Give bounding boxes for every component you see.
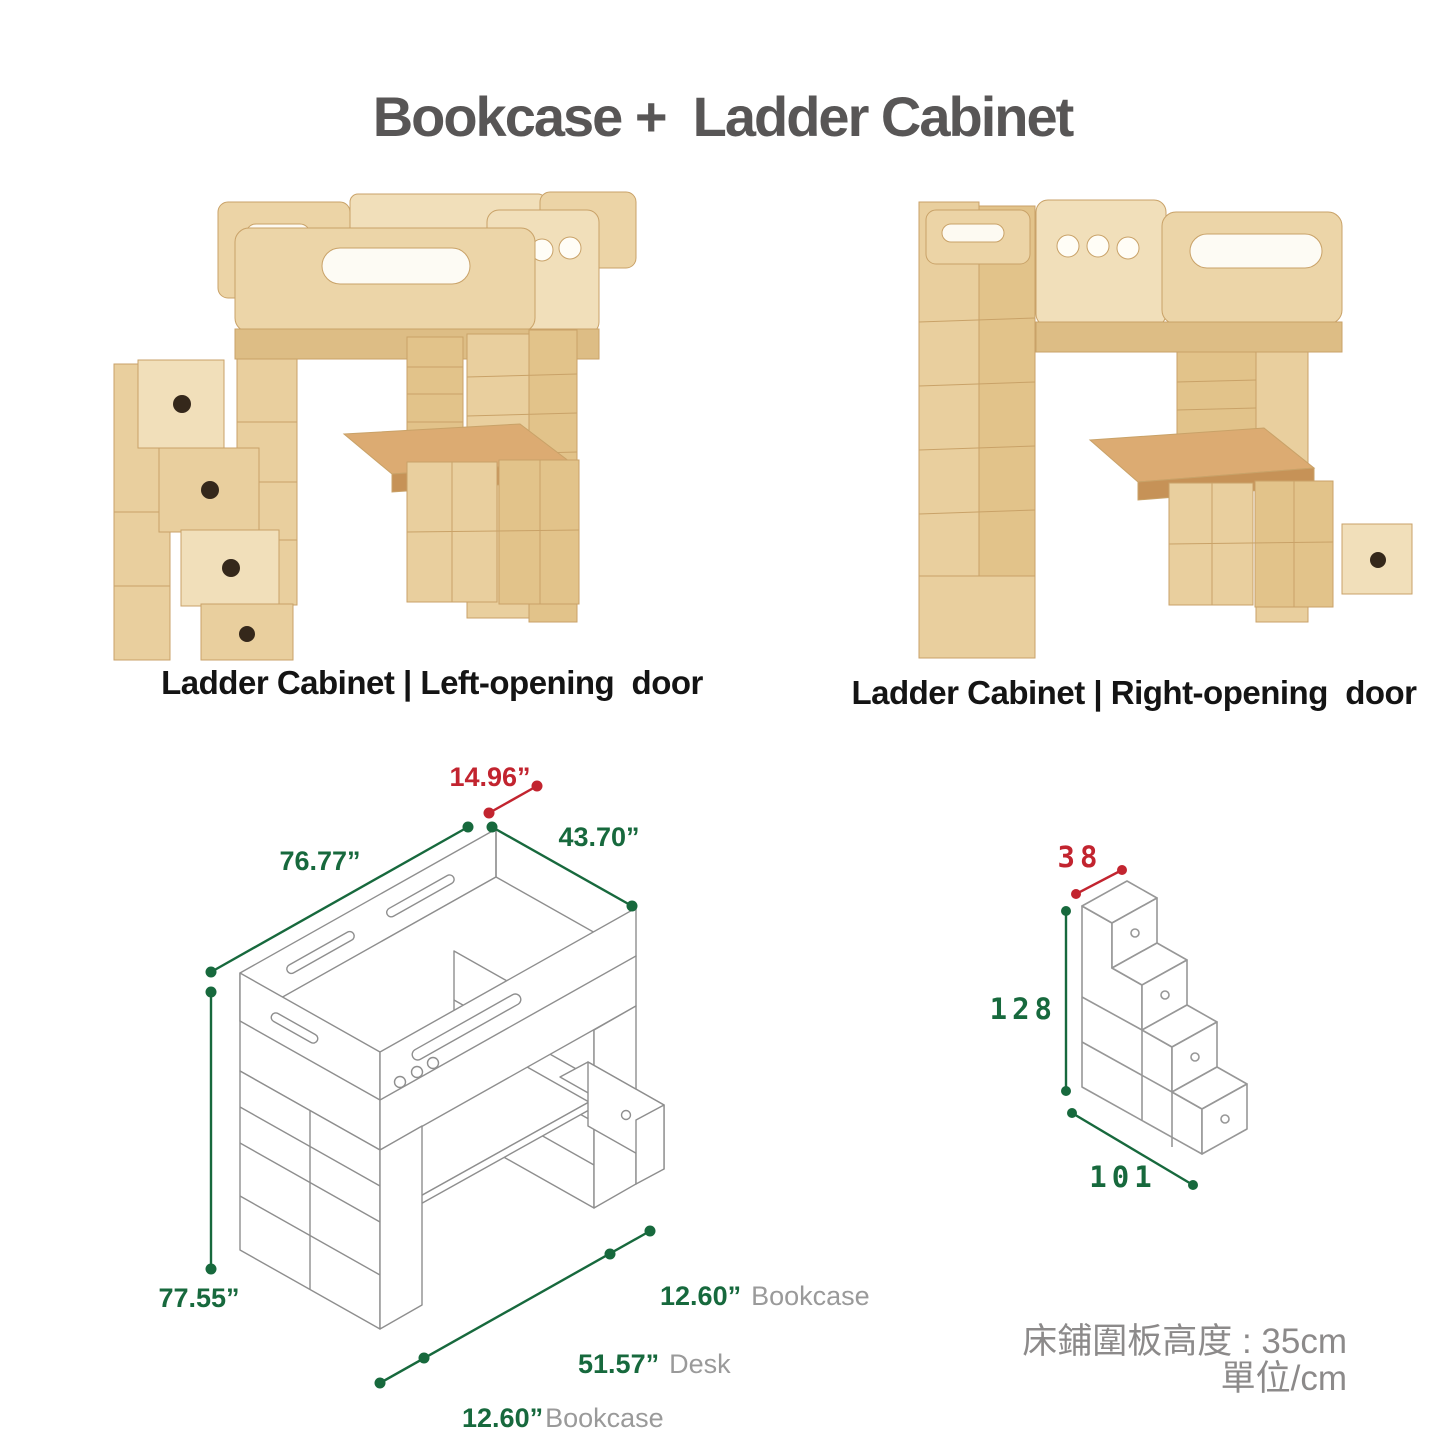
caption-left-opening: Ladder Cabinet | Left-opening door [161,664,703,701]
ladder-dimension-lines [1061,865,1198,1190]
dim-ladder-depth: 14.96” [449,762,531,792]
loft-bed-illustration-right [918,199,1413,659]
spec-notes: 床鋪圍板高度 : 35cm 單位/cm [927,1322,1347,1398]
bed-dimension-lines [205,780,656,1389]
note-unit: 單位/cm [1220,1358,1347,1398]
dim-bed-width: 43.70” [558,822,640,852]
ladder-line-drawing [1081,880,1248,1155]
note-rail-height: 床鋪圍板高度 : 35cm [1022,1322,1347,1361]
dim-ladder-height: 128 [989,992,1057,1026]
photo-loft-bed-right-ladder [918,199,1413,659]
dim-footprint-desk: 51.57”Desk [578,1349,731,1379]
dim-bed-length: 76.77” [279,846,361,876]
bed-line-drawing [239,828,665,1330]
photo-loft-bed-left-ladder [113,191,637,661]
dim-footprint-bookcase-top: 12.60”Bookcase [660,1281,870,1311]
dim-footprint-bookcase-bottom: 12.60”Bookcase [462,1403,664,1433]
dim-ladder-run: 101 [1089,1160,1157,1194]
dim-ladder-step-depth: 38 [1057,840,1103,874]
page-title: Bookcase + Ladder Cabinet [372,85,1075,148]
loft-bed-illustration-left [113,191,637,661]
dim-bed-height: 77.55” [158,1283,240,1313]
caption-right-opening: Ladder Cabinet | Right-opening door [851,674,1417,711]
